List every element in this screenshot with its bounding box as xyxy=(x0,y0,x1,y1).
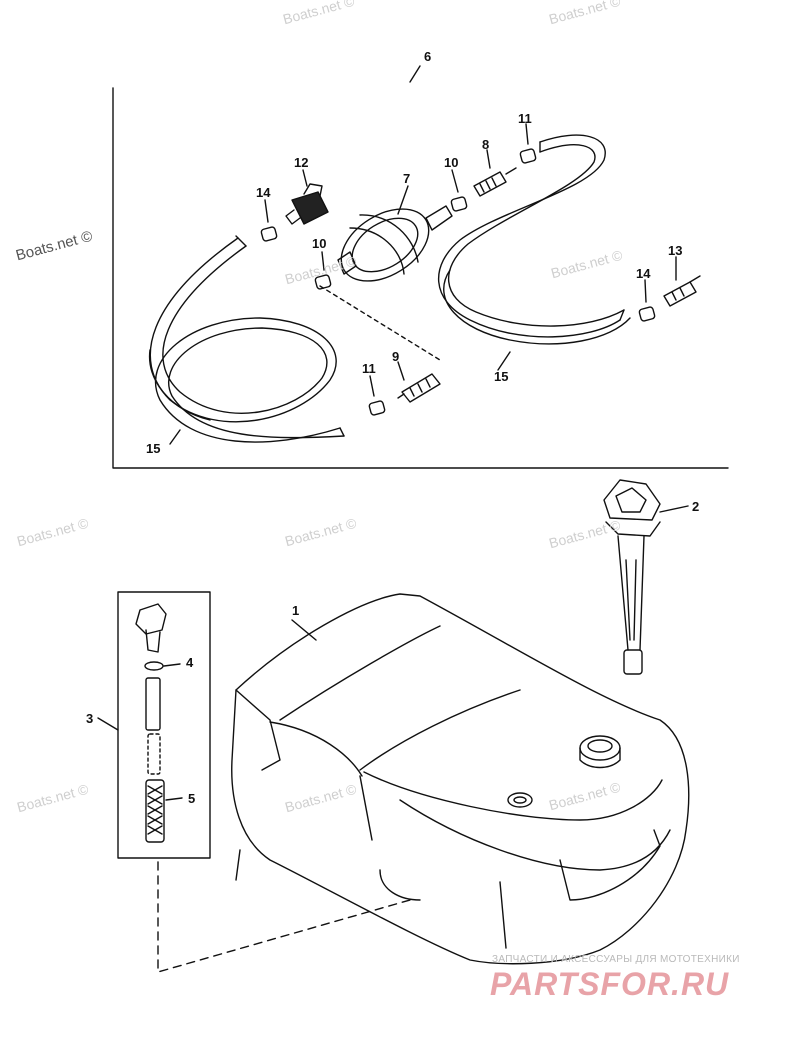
callout-9: 9 xyxy=(392,349,400,364)
leader-8 xyxy=(486,149,491,169)
fuel-gauge xyxy=(603,479,689,675)
brand-subtitle: ЗАПЧАСТИ И АКСЕССУАРЫ ДЛЯ МОТОТЕХНИКИ xyxy=(492,954,740,965)
brand-logo: PARTSFOR.RU xyxy=(490,966,730,1002)
callout-14-right: 14 xyxy=(636,266,651,281)
callout-5: 5 xyxy=(188,791,196,806)
fuel-hose-right xyxy=(437,134,631,345)
clamp-14-right xyxy=(638,306,656,322)
leader-6 xyxy=(409,65,421,83)
leader-10b xyxy=(321,251,325,271)
callout-14-left: 14 xyxy=(256,185,271,200)
callout-13: 13 xyxy=(668,243,683,258)
callout-11-top: 11 xyxy=(518,111,532,126)
primer-bulb xyxy=(337,205,453,282)
hose-kit-frame xyxy=(112,87,729,469)
callout-15-left: 15 xyxy=(146,441,161,456)
pickup-assembly xyxy=(97,591,211,859)
callout-8: 8 xyxy=(482,137,490,152)
adapter xyxy=(285,183,329,225)
connector-9 xyxy=(397,373,441,403)
leader-11b xyxy=(369,375,375,397)
leader-14a xyxy=(264,199,269,223)
callout-2: 2 xyxy=(692,499,700,514)
leader-11a xyxy=(525,123,529,145)
leader-15b xyxy=(497,351,511,371)
leader-9 xyxy=(397,361,405,381)
pickup-install-path xyxy=(157,861,411,973)
clamp-14-left xyxy=(260,226,278,242)
callout-10-top: 10 xyxy=(444,155,459,170)
leader-14b xyxy=(644,279,647,303)
callout-12: 12 xyxy=(294,155,309,170)
leader-12 xyxy=(302,169,308,187)
callout-10-left: 10 xyxy=(312,236,327,251)
callout-11-bottom: 11 xyxy=(362,361,376,376)
clamp-11-top xyxy=(519,148,537,164)
callout-1: 1 xyxy=(292,603,300,618)
fuel-hose-left xyxy=(148,235,345,443)
fitting-13 xyxy=(663,275,701,307)
callout-7: 7 xyxy=(403,171,411,186)
fuel-tank xyxy=(231,593,690,965)
routing-dash xyxy=(319,285,441,361)
leader-10a xyxy=(451,169,459,193)
callout-15-right: 15 xyxy=(494,369,509,384)
leader-7 xyxy=(397,185,409,215)
callout-4: 4 xyxy=(186,655,194,670)
callout-3: 3 xyxy=(86,711,94,726)
clamp-11-bottom xyxy=(368,400,386,416)
clamp-10-left xyxy=(314,274,332,290)
connector-8 xyxy=(473,167,517,197)
callout-6: 6 xyxy=(424,49,432,64)
leader-15a xyxy=(169,429,181,445)
clamp-10-top xyxy=(450,196,468,212)
